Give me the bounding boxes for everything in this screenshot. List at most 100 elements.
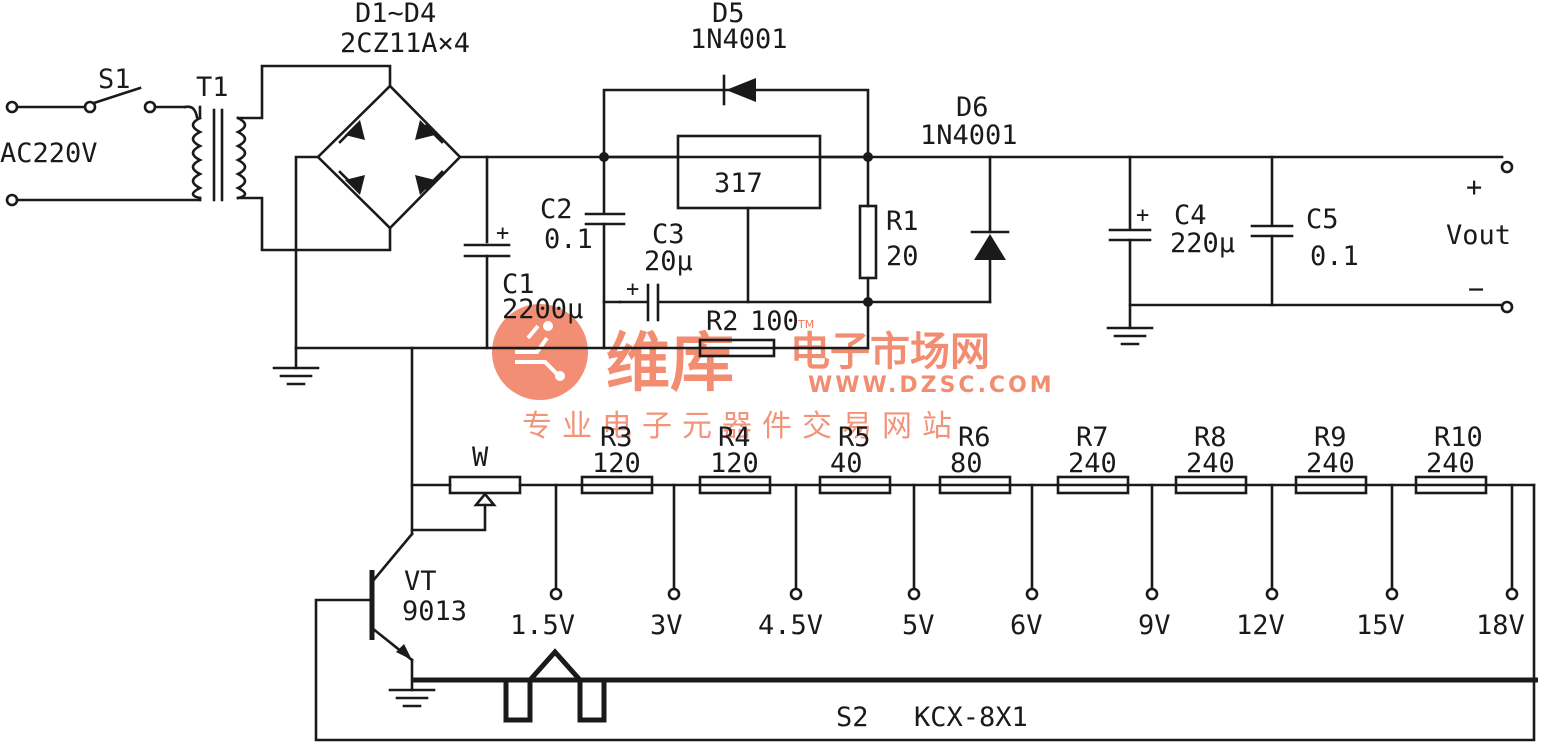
resistor-value: 240 [1306,448,1355,479]
tap-terminal [667,587,681,601]
ground-icon [1106,326,1154,346]
diode-d5: D5 1N4001 [690,0,788,106]
ground-icon [388,688,436,708]
potentiometer-w-label: W [472,442,489,473]
capacitor-c4-name: C4 [1174,200,1207,231]
output-label: Vout [1446,220,1511,251]
tap-terminal [1025,587,1039,601]
tap-label: 6V [1010,610,1043,641]
capacitor-c3-name: C3 [652,219,685,250]
capacitor-c3: + C3 20μ [618,219,870,322]
resistor-value: 40 [830,448,863,479]
voltage-tap[interactable]: 12V [1236,483,1285,641]
resistor-value: 80 [950,448,983,479]
ac-input-terminal [5,193,19,207]
output-plus-label: + [1466,172,1482,203]
diode-d5-name: D5 [712,0,745,29]
ground-icon [272,346,320,386]
voltage-tap[interactable]: 18V [1476,483,1525,641]
capacitor-c5-name: C5 [1306,204,1339,235]
resistor-value: 240 [1068,448,1117,479]
input-section: S1 AC220V T1 [0,64,392,252]
diode-d6-part: 1N4001 [920,120,1018,151]
capacitor-c5-value: 0.1 [1310,241,1359,272]
tap-label: 9V [1138,610,1171,641]
resistor-value: 120 [710,448,759,479]
diode-d5-part: 1N4001 [690,24,788,55]
resistor-r1-name: R1 [886,206,919,237]
resistor-value: 120 [592,448,641,479]
tap-label: 3V [650,610,683,641]
watermark-site: 电子市场网 [790,329,990,375]
resistor-name: R10 [1434,422,1483,453]
tap-terminal [1505,587,1519,601]
tap-label: 1.5V [510,610,575,641]
selector-part: KCX-8X1 [914,702,1028,733]
selector-name: S2 [836,702,869,733]
voltage-tap[interactable]: 4.5V [758,483,823,641]
diode-d6: D6 1N4001 [920,92,1018,304]
resistor-value: 240 [1426,448,1475,479]
resistor-name: R5 [838,422,871,453]
resistor-name: R8 [1194,422,1227,453]
transistor-vt: VT 9013 [369,532,467,692]
resistor-value: 240 [1186,448,1235,479]
capacitor-c2-value: 0.1 [544,224,593,255]
tap-label: 15V [1356,610,1405,641]
capacitor-c2: C2 0.1 [540,155,626,350]
svg-text:+: + [1136,203,1149,228]
voltage-tap[interactable]: 15V [1356,483,1405,641]
tap-label: 18V [1476,610,1525,641]
regulator-label: 317 [714,168,763,199]
transformer-t1: T1 [191,72,247,202]
tap-label: 12V [1236,610,1285,641]
diode-d6-name: D6 [956,92,989,123]
tap-label: 4.5V [758,610,823,641]
resistor-name: R4 [718,422,751,453]
regulator-317: 317 [602,134,870,304]
tap-terminal [907,587,921,601]
diode-d2-icon [415,120,435,140]
diode-d4-icon [415,175,435,195]
voltage-tap[interactable]: 6V [1010,483,1043,641]
tap-terminal [549,587,563,601]
bridge-part-label: 2CZ11A×4 [340,28,470,59]
output-minus-terminal [1500,300,1514,314]
transistor-part: 9013 [402,596,467,627]
resistor-r1: R1 20 [858,155,919,350]
bridge-rectifier: D1~D4 2CZ11A×4 [316,0,470,230]
resistor-r1-value: 20 [886,241,919,272]
output-minus-label: − [1468,274,1484,305]
transformer-t1-label: T1 [196,72,229,103]
svg-text:+: + [496,221,509,246]
watermark-url: WWW.DZSC.COM [808,373,1055,398]
switch-s1-label: S1 [98,64,131,95]
voltage-tap[interactable]: 3V [650,483,683,641]
tap-terminal [1385,587,1399,601]
bridge-name-label: D1~D4 [355,0,436,29]
ac-input-label: AC220V [0,138,98,169]
svg-text:+: + [626,277,639,302]
resistor-r2: R2 100 [698,306,799,358]
resistor-r2-name: R2 [706,306,739,337]
voltage-tap[interactable]: 1.5V [510,483,575,641]
capacitor-c4-value: 220μ [1170,228,1235,259]
capacitor-c4: + C4 220μ [1108,155,1235,330]
capacitor-c1-name: C1 [502,269,535,300]
capacitor-c2-name: C2 [540,194,573,225]
capacitor-c3-value: 20μ [644,246,693,277]
selector-switch-s2: S2 KCX-8X1 [412,648,1538,733]
resistor-name: R7 [1076,422,1109,453]
voltage-tap[interactable]: 5V [902,483,935,641]
resistor-name: R3 [600,422,633,453]
watermark-brand: 维库 [606,327,734,401]
capacitor-c1-value: 2200μ [502,294,583,325]
voltage-taps: 1.5V 3V 4.5V 5V 6V 9V 12V 15V 18V [510,483,1525,641]
watermark-logo-icon [492,304,588,400]
voltage-tap[interactable]: 9V [1138,483,1171,641]
